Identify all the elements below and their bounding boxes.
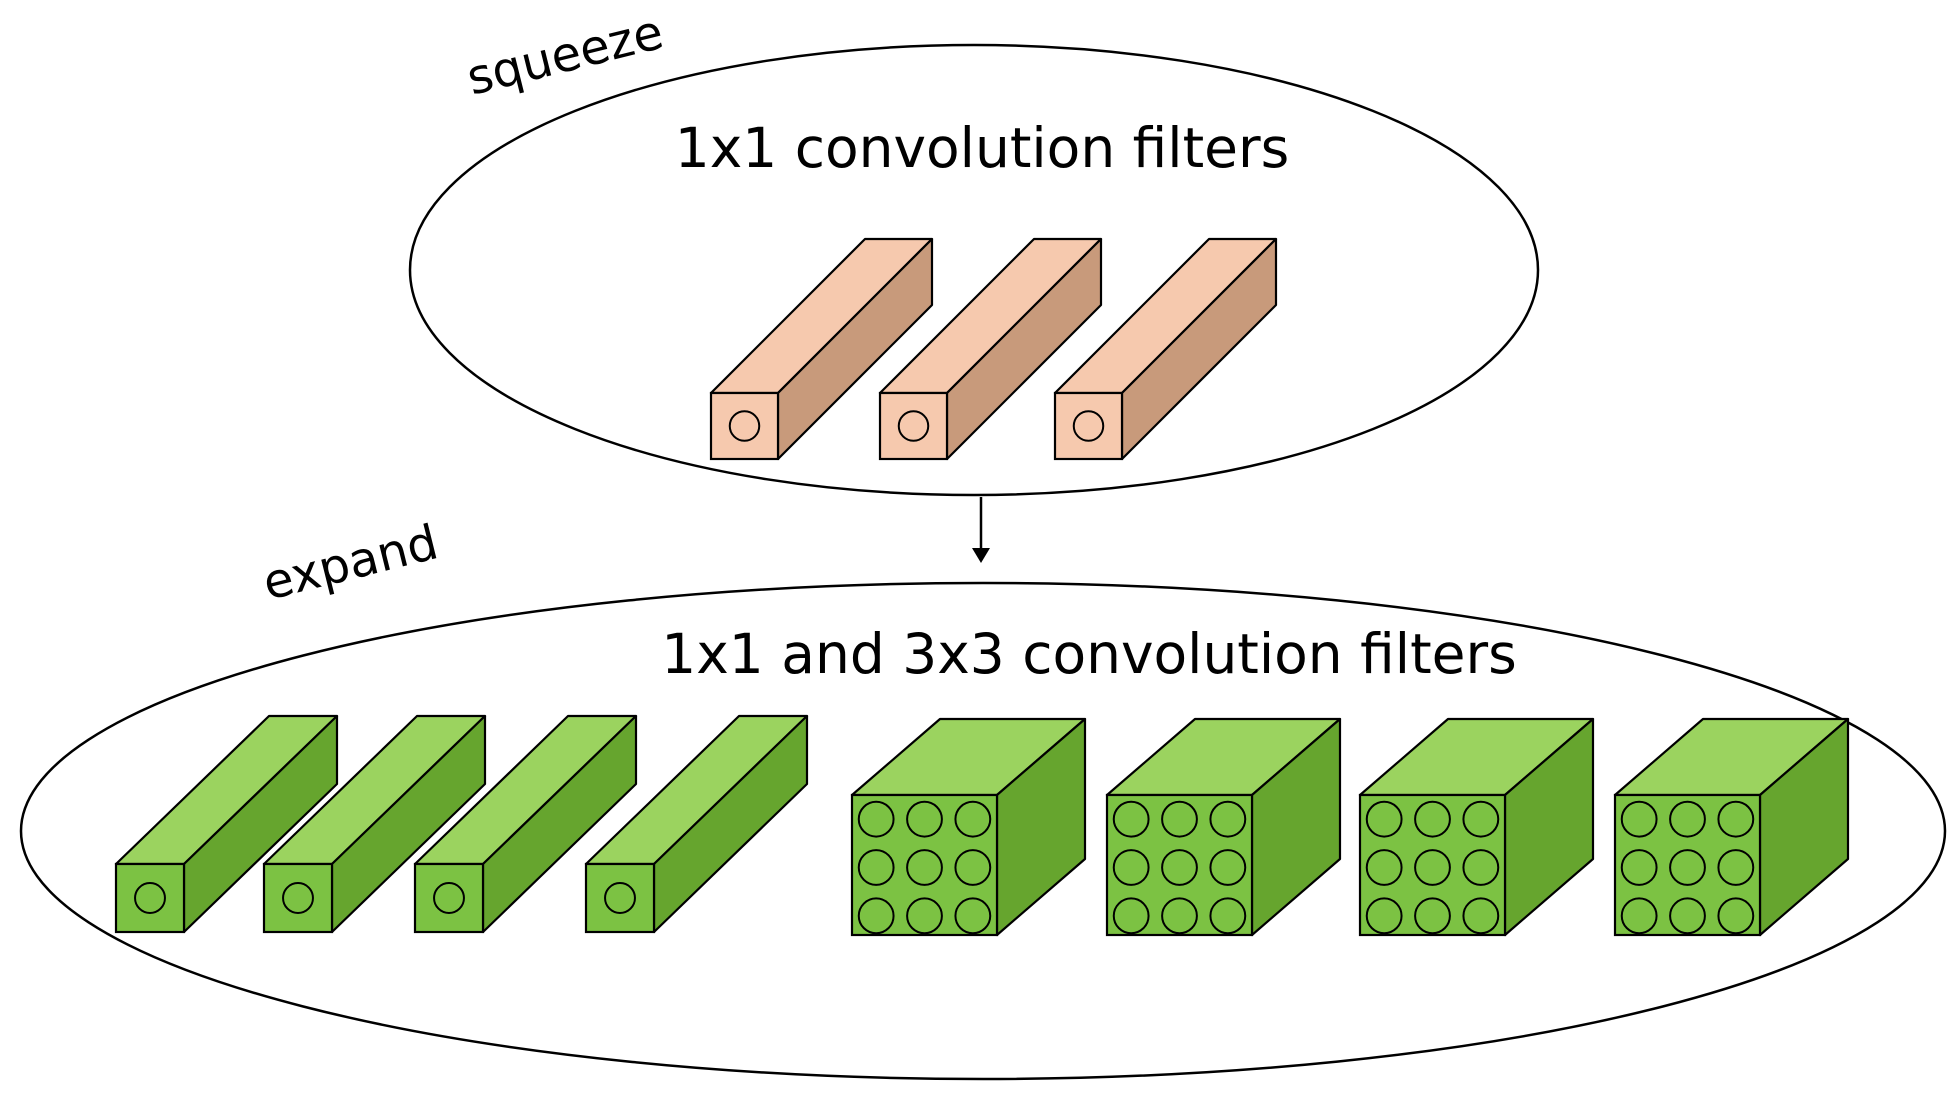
filter-cell-circle (1072, 410, 1105, 442)
filter-cell-circle (1112, 897, 1150, 935)
expand-1x1-filter-2 (262, 714, 487, 934)
block-front-face (1105, 793, 1254, 937)
filter-cell-circle (1717, 800, 1755, 838)
filter-cell-circle (857, 800, 895, 838)
filter-cell-circle (857, 849, 895, 886)
expand-filter-group (114, 714, 1850, 937)
filter-cell-circle (282, 882, 314, 914)
expand-ellipse (19, 581, 1947, 1081)
filter-cell-circle (954, 897, 992, 935)
block-front-face (1358, 793, 1507, 937)
filter-cell-circle (1209, 849, 1247, 886)
block-front-face (584, 862, 656, 934)
filter-cell-circle (1669, 849, 1706, 886)
block-front-face (709, 391, 780, 461)
filter-cell-circle (1161, 800, 1198, 838)
filter-cell-circle (1365, 897, 1403, 935)
squeeze-filter-2 (878, 237, 1103, 461)
filter-cell-circle (954, 800, 992, 838)
filter-cell-circle (604, 882, 636, 914)
squeeze-filter-3 (1053, 237, 1278, 461)
filter-cell-circle (1669, 897, 1706, 935)
filter-cell-circle (897, 410, 930, 442)
filter-cell-circle (1669, 800, 1706, 838)
expand-1x1-filter-1 (114, 714, 339, 934)
expand-1x1-filter-3 (413, 714, 638, 934)
filter-cell-circle (1462, 849, 1500, 886)
expand-1x1-filter-4 (584, 714, 809, 934)
filter-cell-circle (906, 897, 943, 935)
block-front-face (413, 862, 485, 934)
expand-3x3-filter-4 (1613, 717, 1850, 937)
expand-3x3-filter-3 (1358, 717, 1595, 937)
filter-cell-circle (1209, 800, 1247, 838)
filter-cell-circle (1112, 800, 1150, 838)
squeeze-title: 1x1 convolution filters (675, 116, 1290, 180)
expand-label: expand (257, 514, 443, 611)
filter-cell-circle (1414, 897, 1451, 935)
block-front-face (1053, 391, 1124, 461)
squeeze-filter-1 (709, 237, 934, 461)
filter-cell-circle (857, 897, 895, 935)
filter-cell-circle (1620, 849, 1658, 886)
filter-cell-circle (728, 410, 761, 442)
expand-3x3-filter-1 (850, 717, 1087, 937)
filter-cell-circle (1717, 897, 1755, 935)
filter-cell-circle (1365, 849, 1403, 886)
filter-cell-circle (1161, 849, 1198, 886)
filter-cell-circle (1462, 897, 1500, 935)
expand-title: 1x1 and 3x3 convolution filters (661, 622, 1517, 686)
block-front-face (878, 391, 949, 461)
filter-cell-circle (1414, 800, 1451, 838)
filter-cell-circle (1209, 897, 1247, 935)
filter-cell-circle (1112, 849, 1150, 886)
block-front-face (1613, 793, 1762, 937)
squeeze-filter-group (709, 237, 1278, 461)
filter-cell-circle (1462, 800, 1500, 838)
filter-cell-circle (906, 800, 943, 838)
block-front-face (850, 793, 999, 937)
filter-cell-circle (1717, 849, 1755, 886)
filter-cell-circle (1620, 800, 1658, 838)
filter-cell-circle (906, 849, 943, 886)
filter-cell-circle (1414, 849, 1451, 886)
filter-cell-circle (433, 882, 465, 914)
squeeze-label: squeeze (461, 4, 668, 107)
block-front-face (114, 862, 186, 934)
squeeze-to-expand-arrow (972, 497, 990, 563)
filter-cell-circle (134, 882, 166, 914)
squeeze-ellipse (408, 43, 1540, 497)
block-front-face (262, 862, 334, 934)
filter-cell-circle (1620, 897, 1658, 935)
filter-cell-circle (1365, 800, 1403, 838)
expand-3x3-filter-2 (1105, 717, 1342, 937)
filter-cell-circle (954, 849, 992, 886)
filter-cell-circle (1161, 897, 1198, 935)
